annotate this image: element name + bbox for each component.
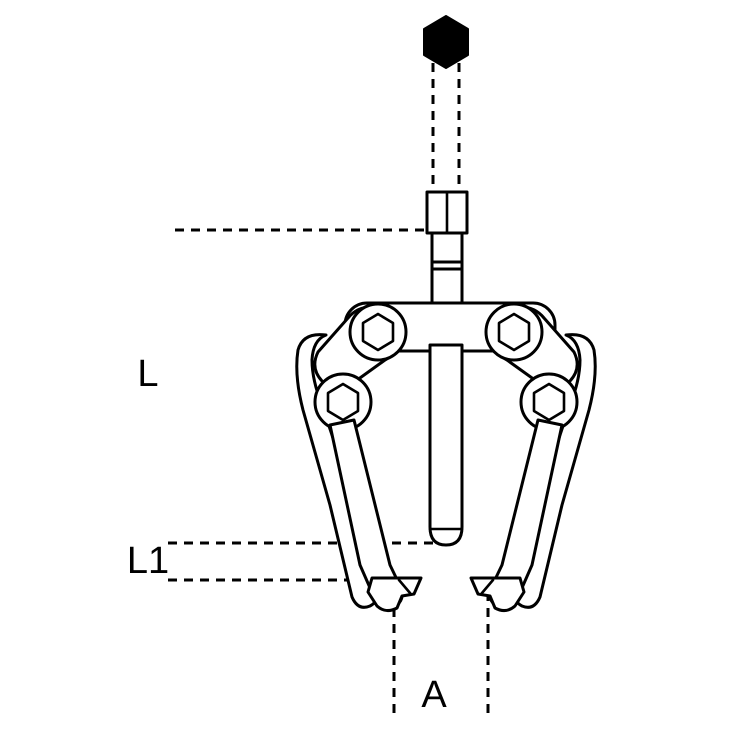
arm-right-upper-pivot-boss: [484, 302, 544, 362]
center-rod-body: [428, 343, 464, 547]
jaw-tip-left: [366, 576, 423, 613]
jaw-tip-right-facet: [480, 578, 495, 595]
hex-pivot-bolt-right-upper: [497, 312, 531, 352]
jaw-tip-left-facet: [397, 578, 412, 595]
puller-arm-left: [295, 302, 423, 613]
hex-pivot-bolt-right-lower: [532, 382, 566, 422]
dimension-label-A: A: [421, 674, 447, 716]
collar-neck: [430, 231, 464, 264]
jaw-tip-right: [469, 576, 526, 613]
hex-drive-head: [423, 15, 469, 69]
hex-pivot-bolt-left-lower: [326, 382, 360, 422]
dimension-label-L1: L1: [127, 540, 169, 582]
dimension-label-L: L: [137, 353, 158, 395]
arm-left-upper-pivot-boss: [348, 302, 408, 362]
spindle-collar: [425, 190, 469, 311]
hex-pivot-bolt-left-upper: [361, 312, 395, 352]
center-pressure-rod: [428, 343, 464, 547]
puller-arm-right: [469, 302, 597, 613]
